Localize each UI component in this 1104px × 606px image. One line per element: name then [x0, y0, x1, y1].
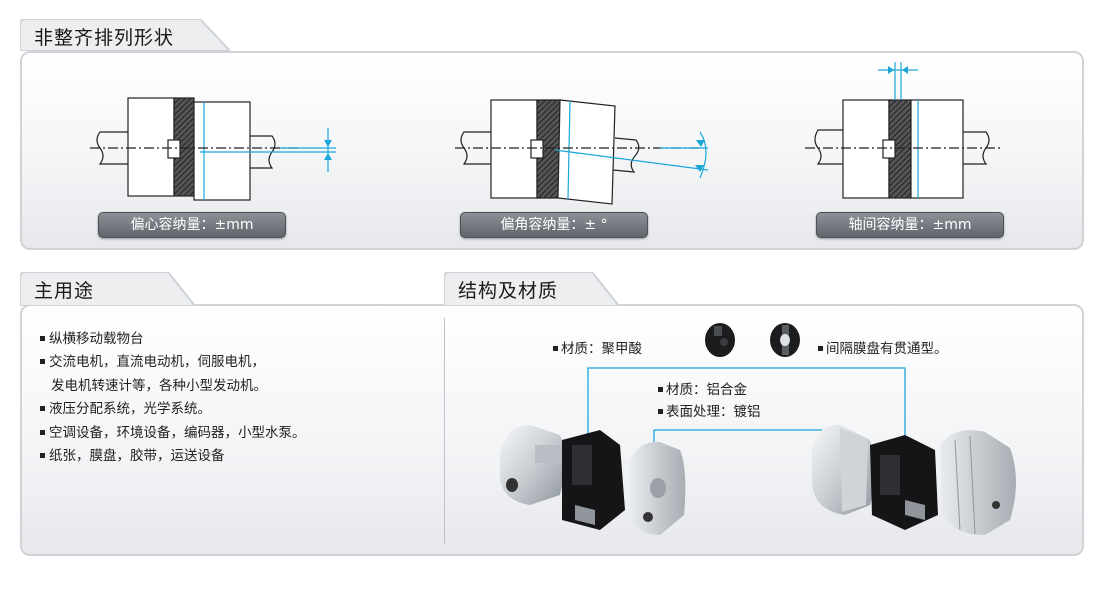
tab-shape [20, 19, 230, 51]
uses-tab: 主用途 [20, 272, 195, 306]
list-item: 纸张，膜盘，胶带，运送设备 [40, 445, 306, 468]
tab-shape [444, 272, 619, 306]
parallel-tolerance-label: 偏心容纳量：±mm [98, 212, 286, 238]
hub-material-label: 材质：铝合金 [658, 378, 747, 398]
bullet-icon [658, 387, 663, 392]
assembled-coupling-illustration [812, 425, 1016, 535]
bullet-icon [40, 359, 45, 365]
angular-tolerance-label: 偏角容纳量：± ° [460, 212, 648, 238]
bullet-icon [40, 453, 45, 459]
exploded-coupling-illustration [500, 425, 686, 535]
uses-list: 纵横移动载物台 交流电机，直流电动机，伺服电机， 发电机转速计等，各种小型发动机… [40, 328, 306, 468]
bullet-icon [658, 409, 663, 414]
axial-tolerance-label: 轴间容纳量：±mm [816, 212, 1004, 238]
list-item: 液压分配系统，光学系统。 [40, 398, 306, 421]
uses-title: 主用途 [34, 280, 95, 302]
bullet-icon [40, 406, 45, 412]
hub-surface-label: 表面处理：镀铝 [658, 400, 761, 420]
tab-shape [20, 272, 195, 306]
list-item: 交流电机，直流电动机，伺服电机， [40, 351, 306, 374]
parallel-misalignment-diagram [90, 97, 336, 201]
misalignment-title: 非整齐排列形状 [34, 27, 175, 49]
section-divider [444, 318, 445, 544]
misalignment-tab: 非整齐排列形状 [20, 19, 230, 51]
spacer-note-label: 间隔膜盘有贯通型。 [818, 337, 948, 357]
list-item: 纵横移动载物台 [40, 328, 306, 351]
bullet-icon [553, 346, 558, 351]
bullet-icon [40, 429, 45, 435]
angular-misalignment-diagram [455, 99, 709, 205]
list-item: 空调设备，环境设备，编码器，小型水泵。 [40, 422, 306, 445]
structure-tab: 结构及材质 [444, 272, 619, 306]
spacer-material-label: 材质：聚甲酸 [553, 337, 642, 357]
structure-title: 结构及材质 [458, 280, 559, 302]
list-item: 发电机转速计等，各种小型发动机。 [51, 377, 267, 394]
bullet-icon [40, 336, 45, 341]
spacer-disc-icon [705, 323, 735, 357]
spacer-disc-through-icon [770, 323, 800, 357]
axial-misalignment-diagram [805, 62, 1000, 199]
bullet-icon [818, 346, 823, 351]
